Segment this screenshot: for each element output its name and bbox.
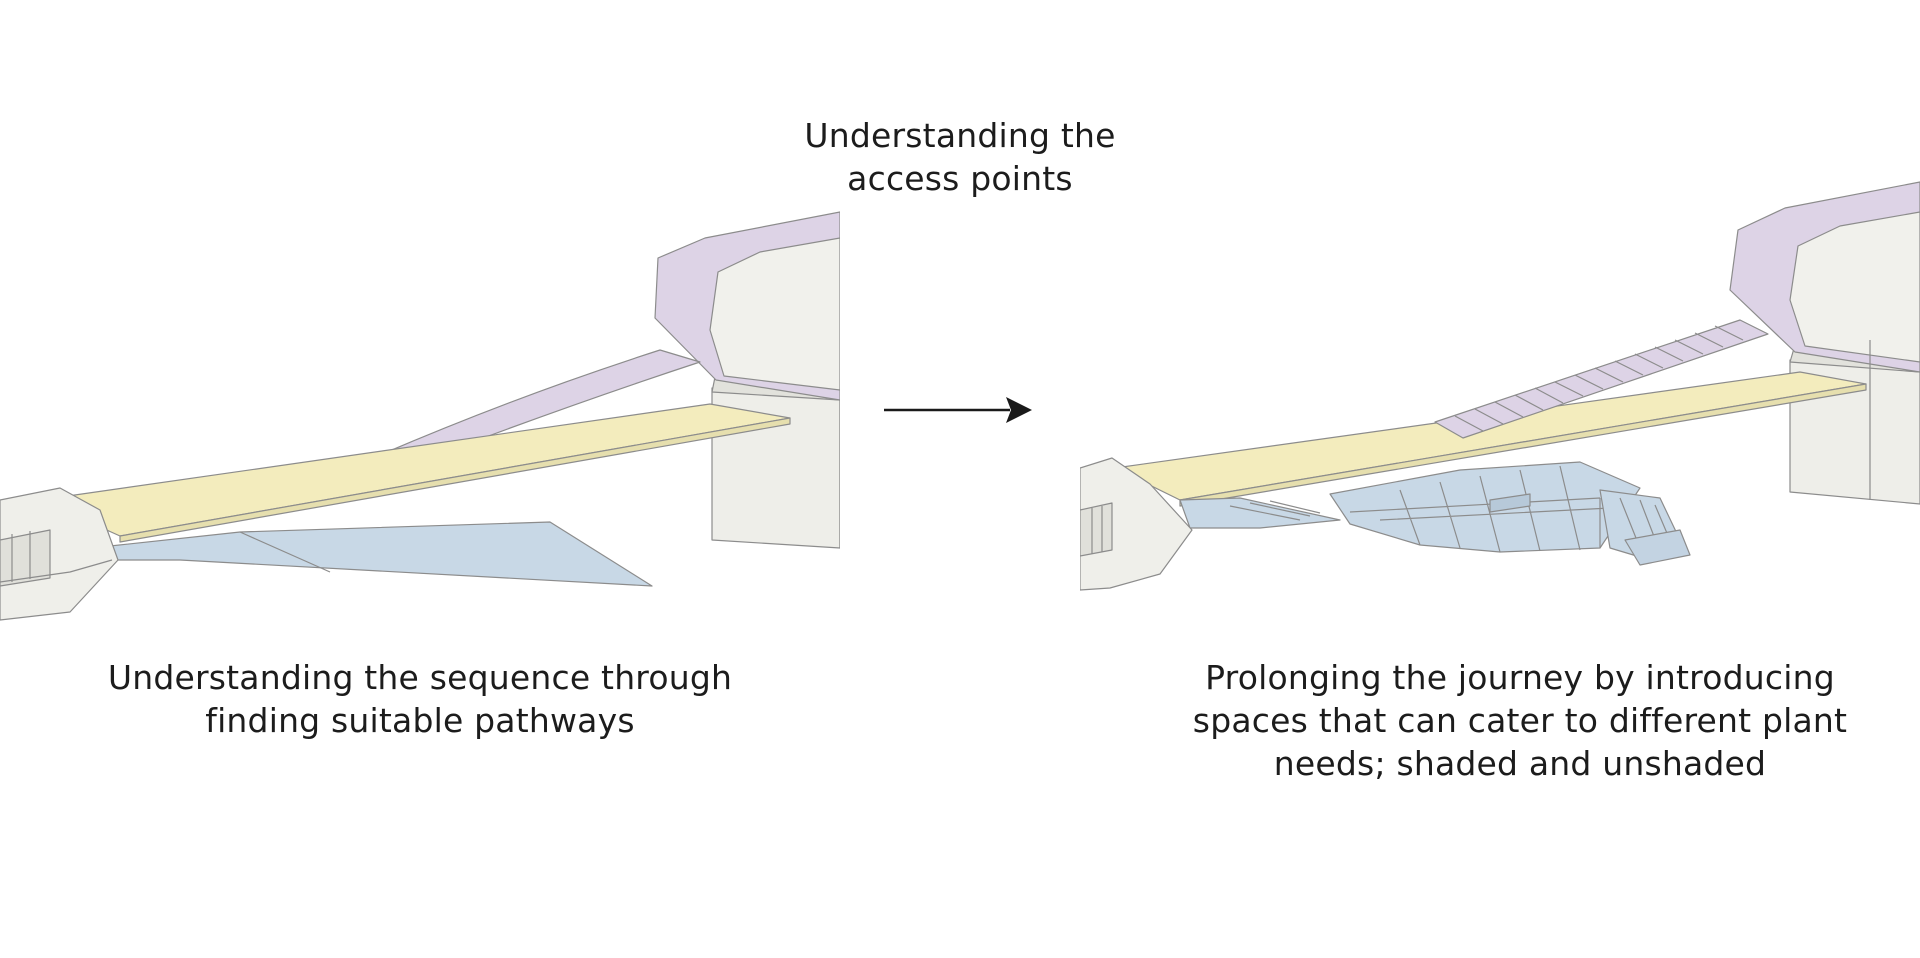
arrow-connector	[884, 397, 1032, 423]
arrow-head-icon	[1006, 397, 1032, 423]
caption-journey-line1: Prolonging the journey by introducing	[1205, 658, 1835, 697]
caption-access-points-line1: Understanding the	[804, 116, 1116, 155]
left-left-building	[0, 487, 119, 621]
caption-sequence: Understanding the sequence through findi…	[60, 656, 780, 742]
right-axonometric-drawing	[1080, 181, 1920, 591]
caption-sequence-line2: finding suitable pathways	[205, 701, 635, 740]
right-left-building	[1080, 457, 1193, 591]
left-right-building	[654, 211, 840, 549]
left-yellow-walkway	[39, 403, 791, 537]
left-axonometric-drawing	[0, 211, 840, 621]
caption-journey-line2: spaces that can cater to different plant	[1192, 701, 1848, 740]
right-right-building	[1729, 181, 1920, 505]
caption-journey-line3: needs; shaded and unshaded	[1273, 744, 1767, 783]
right-blue-terraces	[1179, 461, 1691, 566]
caption-journey: Prolonging the journey by introducing sp…	[1160, 656, 1880, 785]
caption-sequence-line1: Understanding the sequence through	[107, 658, 733, 697]
right-purple-staircase	[1434, 319, 1769, 439]
caption-access-points-line2: access points	[847, 159, 1073, 198]
left-blue-path	[109, 521, 653, 587]
caption-access-points: Understanding the access points	[760, 114, 1160, 200]
